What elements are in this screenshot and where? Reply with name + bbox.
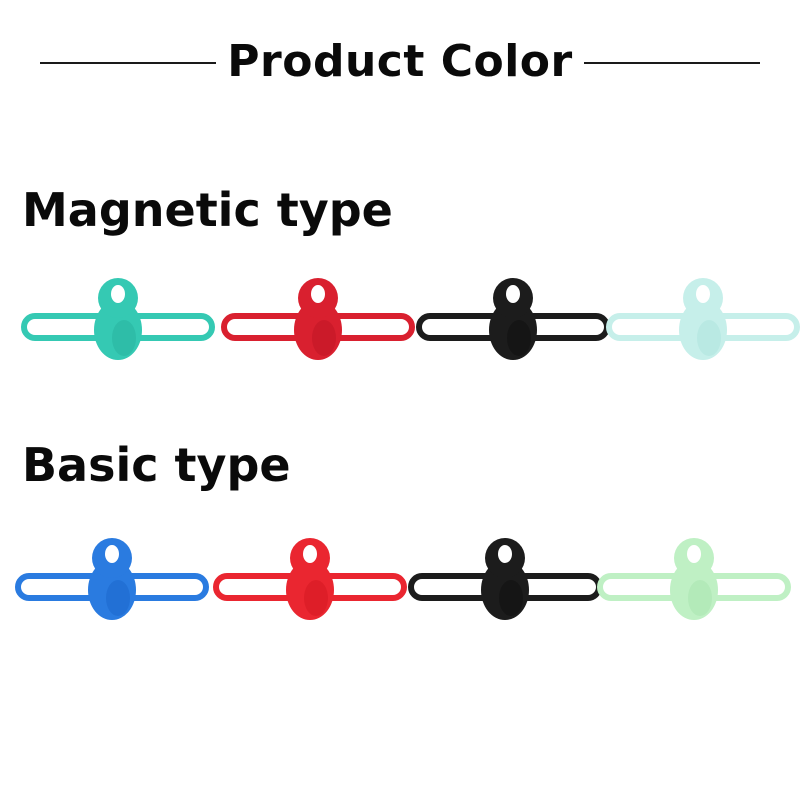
title-divider-left: [40, 62, 216, 64]
black-strap-icon: [415, 268, 611, 378]
teal-strap-icon: [20, 268, 216, 378]
strap-row-basic: [0, 528, 800, 648]
section-heading-basic: Basic type: [22, 438, 291, 492]
title-row: Product Color: [0, 30, 800, 94]
blue-strap-icon: [14, 528, 210, 638]
section-heading-magnetic: Magnetic type: [22, 183, 393, 237]
title-divider-right: [584, 62, 760, 64]
light-green-strap-icon: [596, 528, 792, 638]
mint-strap-icon: [605, 268, 800, 378]
strap-row-magnetic: [0, 268, 800, 388]
red-strap-icon: [220, 268, 416, 378]
red-strap-icon: [212, 528, 408, 638]
page-title: Product Color: [227, 36, 573, 87]
black-strap-icon: [407, 528, 603, 638]
